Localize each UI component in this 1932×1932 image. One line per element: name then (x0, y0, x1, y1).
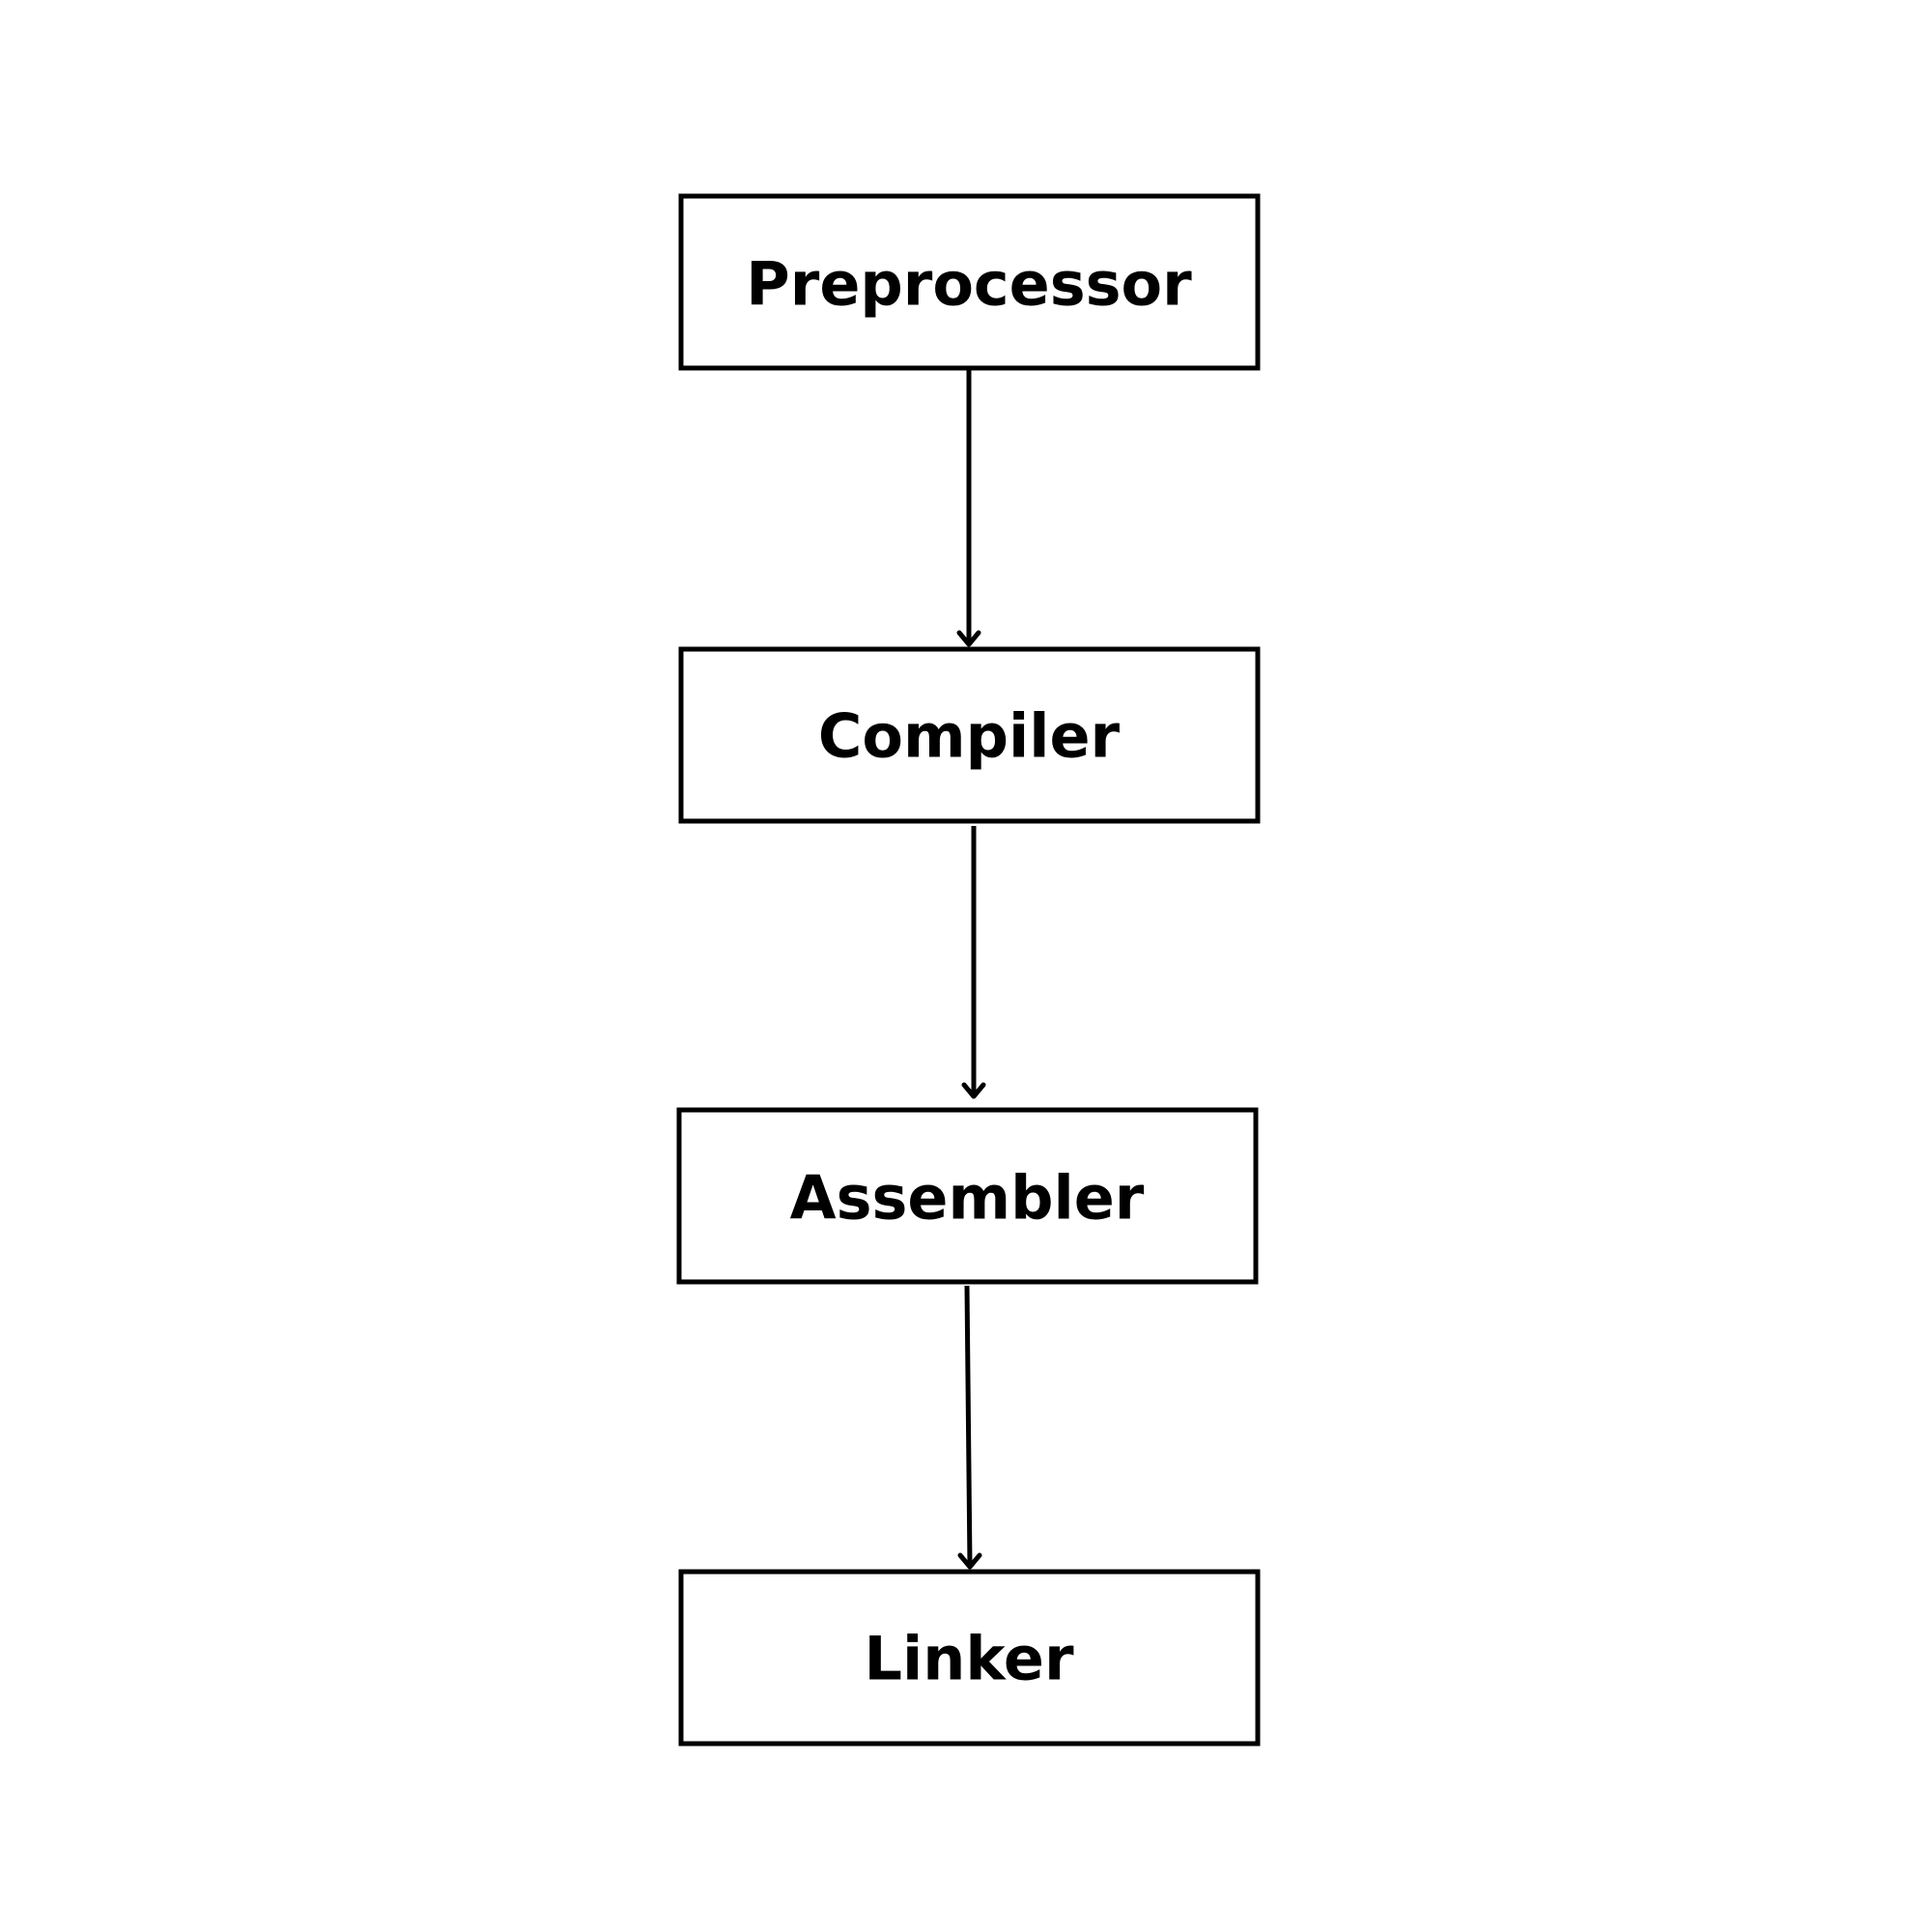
node-preprocessor-box (678, 193, 1261, 371)
node-assembler: Assembler (676, 1107, 1259, 1285)
edge-compiler-to-assembler (961, 826, 986, 1099)
node-assembler-label: Assembler (790, 1163, 1145, 1234)
node-linker-label: Linker (864, 1624, 1074, 1694)
node-linker-box (678, 1569, 1261, 1747)
node-compiler-box (678, 646, 1261, 824)
node-preprocessor-label: Preprocessor (746, 249, 1192, 320)
edge-assembler-to-linker-line (964, 1285, 973, 1567)
node-assembler-box (676, 1107, 1259, 1285)
edge-preprocessor-to-compiler-arrowhead (956, 630, 981, 647)
node-linker: Linker (678, 1569, 1261, 1747)
edge-assembler-to-linker (957, 1285, 982, 1570)
edge-compiler-to-assembler-arrowhead (961, 1082, 986, 1099)
edge-assembler-to-linker-arrowhead (957, 1552, 982, 1570)
node-preprocessor: Preprocessor (678, 193, 1261, 371)
node-compiler: Compiler (678, 646, 1261, 824)
edge-preprocessor-to-compiler (956, 370, 981, 647)
node-compiler-label: Compiler (818, 701, 1121, 772)
